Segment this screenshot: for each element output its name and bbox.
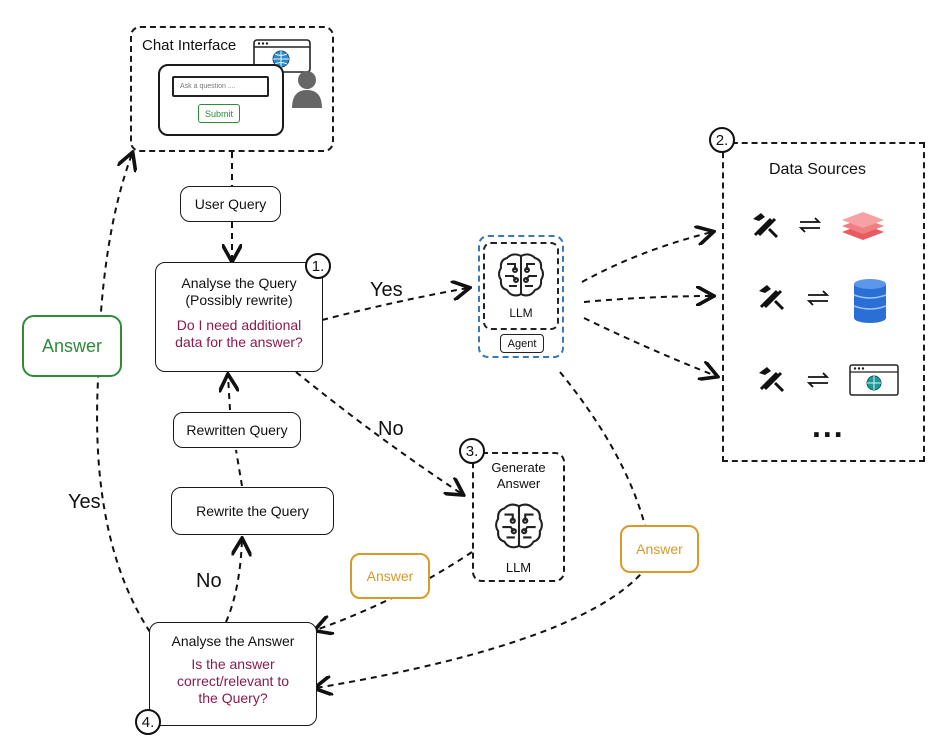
sync-icon-2 [805, 289, 831, 307]
agent-label: Agent [500, 334, 544, 353]
agent-panel [478, 235, 564, 358]
generate-brain-icon [494, 500, 544, 552]
label-no-rewrite: No [196, 570, 222, 592]
sync-icon-3 [805, 371, 831, 389]
web-page-icon [849, 364, 899, 396]
analyse-answer-title: Analyse the Answer [171, 633, 295, 649]
answer-orange-left: Answer [350, 553, 430, 599]
chat-window [158, 64, 284, 136]
step-4-badge: 4. [135, 709, 161, 735]
user-avatar-icon [290, 68, 324, 108]
data-sources-panel [722, 142, 925, 462]
generate-line1: Generate [491, 460, 546, 475]
analyse-answer-q1: Is the answer [191, 656, 275, 672]
chat-interface-panel [130, 26, 334, 152]
tools-icon-3 [757, 365, 785, 393]
answer-orange-right: Answer [620, 525, 699, 573]
analyse-query-line1: Analyse the Query [181, 275, 297, 291]
arrow-rewritten-to-analyse [228, 376, 230, 411]
analyse-query-box: Analyse the Query (Possibly rewrite) Do … [155, 262, 323, 372]
more-sources-ellipsis: ... [812, 408, 845, 444]
rewrite-query-box: Rewrite the Query [171, 487, 334, 535]
user-query-box: User Query [180, 186, 281, 222]
agent-llm-box [483, 242, 559, 330]
generate-llm-label: LLM [505, 560, 532, 575]
question-input[interactable]: Ask a question .... [172, 76, 269, 97]
arrow-analyse-to-generate [295, 371, 462, 494]
label-yes-chat: Yes [68, 491, 101, 513]
arrow-analyse-to-agent [321, 288, 468, 321]
arrow-rewrite-to-rewritten [235, 449, 243, 487]
arrow-agent-to-ds-mid [583, 296, 712, 302]
arrow-agent-to-ds-bot [583, 317, 716, 376]
tools-icon-2 [757, 283, 785, 311]
arrow-agent-to-ds-top [581, 232, 712, 283]
rewritten-query-box: Rewritten Query [173, 412, 301, 448]
generate-answer-title: Generate Answer [472, 460, 565, 492]
agent-llm-label: LLM [509, 306, 533, 320]
layers-icon [838, 208, 888, 244]
analyse-query-question1: Do I need additional [176, 317, 302, 333]
answer-green-box: Answer [22, 315, 122, 377]
analyse-query-question2: data for the answer? [175, 334, 303, 350]
step-2-badge: 2. [709, 127, 735, 153]
label-no-generate: No [378, 418, 404, 440]
database-icon [852, 278, 888, 324]
label-yes-agent: Yes [370, 279, 403, 301]
tools-icon-1 [751, 211, 779, 239]
arrow-answer-to-chat [96, 154, 151, 633]
data-sources-title: Data Sources [769, 161, 866, 178]
sync-icon-1 [797, 216, 823, 234]
submit-button[interactable]: Submit [198, 104, 240, 123]
arrow-answer-to-rewrite [225, 540, 242, 623]
agent-brain-icon [497, 250, 545, 300]
step-1-badge: 1. [305, 253, 331, 279]
analyse-answer-box: Analyse the Answer Is the answer correct… [149, 622, 317, 726]
analyse-answer-q3: the Query? [198, 690, 268, 706]
analyse-answer-q2: correct/relevant to [176, 673, 290, 689]
chat-interface-title: Chat Interface [142, 37, 237, 54]
analyse-query-line2: (Possibly rewrite) [185, 292, 293, 308]
step-3-badge: 3. [459, 438, 485, 464]
generate-line2: Answer [496, 476, 541, 491]
generate-answer-panel [472, 452, 565, 582]
